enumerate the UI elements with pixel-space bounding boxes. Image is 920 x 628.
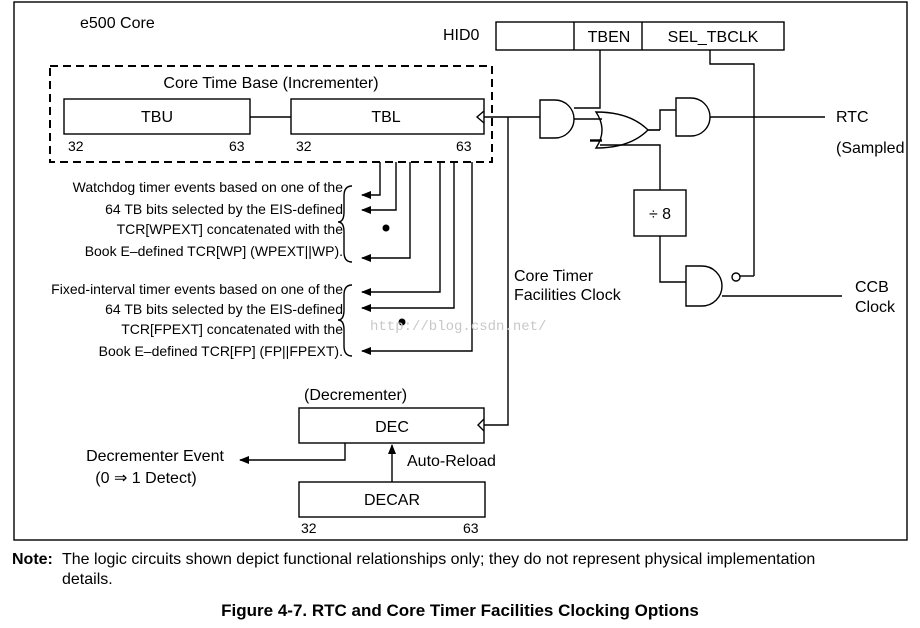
- decrementer-event-arrow: [239, 443, 346, 464]
- ccb-label: CCB: [855, 279, 889, 296]
- sel-tbclk-line: [709, 50, 755, 276]
- svg-text:Book E–defined TCR[WP] (WPEXT|: Book E–defined TCR[WP] (WPEXT||WP).: [85, 243, 343, 259]
- fit-brace: [337, 284, 353, 357]
- auto-reload-label: Auto-Reload: [407, 453, 496, 470]
- ellipsis-dot-fit: [398, 318, 406, 326]
- rtc-sampled-label: (Sampled: [836, 140, 904, 157]
- tbl-clock-input-icon: [475, 110, 485, 124]
- tbl-bit-end: 63: [456, 138, 472, 154]
- note-label: Note:: [12, 551, 53, 568]
- hid0-field-sel-tbclk: SEL_TBCLK: [668, 29, 759, 46]
- and-gate-rtc: [675, 97, 711, 137]
- fixed-interval-note: Fixed-interval timer events based on one…: [51, 281, 343, 359]
- ellipsis-dot-watchdog: [382, 224, 390, 232]
- decar-bit-start: 32: [301, 520, 317, 536]
- tbl-bit-start: 32: [296, 138, 312, 154]
- tbu-name: TBU: [141, 109, 173, 126]
- inverter-bubble: [731, 272, 741, 282]
- ccb-to-divider-line: [659, 236, 686, 283]
- svg-text:Fixed-interval timer events ba: Fixed-interval timer events based on one…: [51, 281, 343, 297]
- decrementer-event-detect: (0 ⇒ 1 Detect): [95, 470, 196, 487]
- ccb-clock-label: Clock: [855, 299, 896, 316]
- dec-name: DEC: [375, 419, 409, 436]
- tbu-bit-start: 32: [68, 138, 84, 154]
- tbu-bit-end: 63: [229, 138, 245, 154]
- tb-bit-taps: [361, 162, 473, 355]
- watermark: http://blog.csdn.net/: [370, 319, 546, 335]
- note-text-line2: details.: [62, 571, 113, 588]
- dec-register: [298, 407, 485, 444]
- divide-by-8-block: [633, 189, 687, 237]
- svg-text:64 TB bits selected by the EIS: 64 TB bits selected by the EIS-defined: [105, 201, 343, 217]
- hid0-register: TBEN SEL_TBCLK: [495, 21, 785, 51]
- decar-bit-end: 63: [463, 520, 479, 536]
- core-timer-clock-label-line2: Facilities Clock: [514, 287, 622, 304]
- core-time-base-group: [49, 65, 493, 163]
- decrementer-title: (Decrementer): [304, 387, 407, 404]
- svg-text:TCR[WPEXT] concatenated with t: TCR[WPEXT] concatenated with the: [117, 221, 344, 237]
- watchdog-brace: [337, 185, 353, 263]
- tbu-register: [63, 98, 251, 135]
- hid0-field-tben: TBEN: [588, 29, 631, 46]
- divide-by-8-label: ÷ 8: [649, 206, 671, 223]
- e500-core-title: e500 Core: [80, 15, 155, 32]
- e500-core-container: [13, 1, 908, 541]
- decrementer-event-label: Decrementer Event: [86, 448, 224, 465]
- and-gate-ccb: [685, 265, 723, 307]
- svg-text:Watchdog timer events based on: Watchdog timer events based on one of th…: [73, 179, 344, 195]
- decar-register: [298, 481, 486, 518]
- svg-text:TCR[FPEXT] concatenated with t: TCR[FPEXT] concatenated with the: [121, 321, 343, 337]
- core-time-base-title: Core Time Base (Incrementer): [163, 75, 378, 92]
- hid0-label: HID0: [443, 27, 480, 44]
- tbl-name: TBL: [371, 109, 400, 126]
- core-timer-clock-label-line1: Core Timer: [514, 268, 594, 285]
- svg-text:64 TB bits selected by the EIS: 64 TB bits selected by the EIS-defined: [105, 301, 343, 317]
- figure-caption: Figure 4-7. RTC and Core Timer Facilitie…: [221, 601, 699, 620]
- decar-name: DECAR: [364, 492, 420, 509]
- watchdog-note: Watchdog timer events based on one of th…: [73, 179, 344, 259]
- svg-text:Book E–defined TCR[FP] (FP||FP: Book E–defined TCR[FP] (FP||FPEXT).: [99, 343, 343, 359]
- note-text-line1: The logic circuits shown depict function…: [62, 551, 815, 568]
- core-timer-clock-line: [484, 117, 509, 426]
- and-gate-tben: [539, 99, 575, 139]
- divider-to-or-line: [600, 144, 661, 190]
- rtc-label: RTC: [836, 109, 869, 126]
- hid0-box: [495, 21, 785, 51]
- or-gate: [594, 111, 649, 149]
